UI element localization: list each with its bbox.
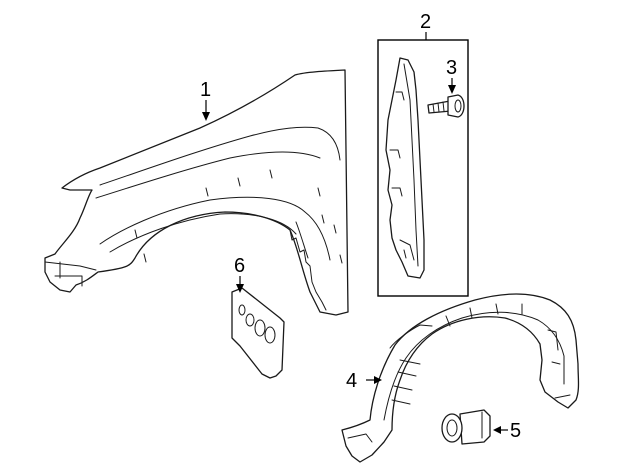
callout-6: 6 [234, 255, 245, 277]
fender-liner-part[interactable] [341, 293, 580, 463]
leader-1 [202, 100, 210, 121]
callout-1: 1 [200, 79, 211, 101]
leader-6 [236, 276, 244, 293]
leader-4 [366, 376, 382, 384]
leader-3 [448, 78, 456, 94]
retainer-clip-part[interactable] [441, 409, 491, 445]
callout-4: 4 [346, 370, 357, 392]
callout-3: 3 [446, 57, 457, 79]
callout-5: 5 [510, 420, 521, 442]
fender-bracket[interactable] [385, 57, 425, 279]
leader-5 [493, 426, 508, 434]
callout-2: 2 [420, 11, 431, 33]
mud-flap-part[interactable] [231, 287, 285, 379]
bolt-part[interactable] [427, 94, 465, 118]
bracket-group-box [377, 39, 469, 297]
fender-part[interactable] [44, 69, 349, 316]
